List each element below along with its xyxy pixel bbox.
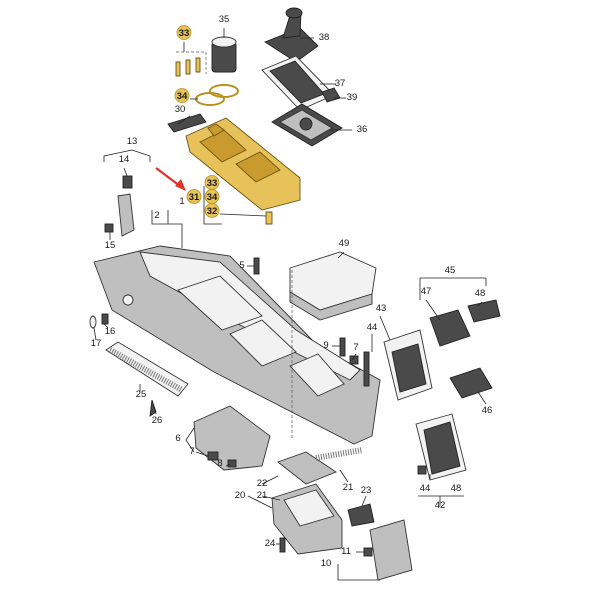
callout-label-49: 49 [339, 238, 350, 249]
callout-label-24: 24 [265, 538, 276, 549]
callout-label-7: 7 [189, 446, 194, 457]
callout-label-36: 36 [357, 124, 368, 135]
callout-label-39: 39 [347, 92, 358, 103]
callout-label-25: 25 [136, 389, 147, 400]
clip-32 [265, 211, 273, 225]
rear-panel-42 [415, 413, 467, 481]
callout-label-30: 30 [175, 104, 186, 115]
callout-label-32: 32 [207, 206, 218, 217]
callout-label-44: 44 [367, 322, 378, 333]
center-console-body [93, 245, 381, 445]
callout-label-33: 33 [179, 28, 190, 39]
callout-label-45: 45 [445, 265, 456, 276]
callout-label-2: 2 [154, 210, 159, 221]
leader-lines [93, 28, 487, 581]
callout-label-48: 48 [475, 288, 486, 299]
callout-label-48: 48 [451, 483, 462, 494]
callout-label-34: 34 [177, 91, 188, 102]
callout-label-26: 26 [152, 415, 163, 426]
callout-label-7: 7 [353, 342, 358, 353]
storage-box-20 [271, 483, 343, 555]
shifter-panel [271, 103, 343, 147]
callout-label-8: 8 [217, 458, 222, 469]
rear-vent-43 [383, 329, 433, 401]
storage-cover [167, 113, 207, 133]
screw-24 [279, 537, 286, 553]
callout-label-46: 46 [482, 405, 493, 416]
callout-label-35: 35 [219, 14, 230, 25]
left-bracket [104, 175, 135, 237]
callout-label-6: 6 [175, 433, 180, 444]
callout-label-20: 20 [235, 490, 246, 501]
gear-knob-boot [264, 7, 319, 63]
mount-bracket-6 [193, 405, 271, 471]
storage-net [105, 341, 189, 397]
callout-label-22: 22 [257, 478, 268, 489]
callout-highlight-c33a [176, 25, 192, 40]
ring-seals [195, 84, 239, 106]
callout-label-15: 15 [105, 240, 116, 251]
callout-label-5: 5 [239, 260, 244, 271]
callout-label-42: 42 [435, 500, 446, 511]
callout-label-9: 9 [323, 340, 328, 351]
shift-trim-frame [261, 55, 335, 111]
part-23 [347, 503, 375, 527]
screw-5 [253, 257, 260, 275]
callout-label-44: 44 [420, 483, 431, 494]
callout-label-34: 34 [207, 192, 218, 203]
bracket-10 [363, 519, 413, 581]
callout-label-38: 38 [319, 32, 330, 43]
callout-label-37: 37 [335, 78, 346, 89]
callout-label-31: 31 [189, 192, 200, 203]
cup-holder-insert [211, 36, 237, 73]
console-trim-highlighted [185, 117, 301, 211]
small-fasteners [89, 313, 370, 417]
clip-set-top [175, 57, 201, 77]
callout-label-21: 21 [257, 490, 268, 501]
callout-label-21: 21 [343, 482, 354, 493]
callout-label-10: 10 [321, 558, 332, 569]
callout-highlight-c34a [174, 88, 190, 103]
storage-mat [277, 447, 363, 485]
callout-label-33: 33 [207, 178, 218, 189]
callout-label-23: 23 [361, 485, 372, 496]
callout-label-43: 43 [376, 303, 387, 314]
callout-highlight-c32 [204, 203, 220, 218]
callout-label-16: 16 [105, 326, 116, 337]
callout-label-14: 14 [119, 154, 130, 165]
callout-highlight-c31 [186, 189, 202, 204]
red-pointer-arrow [155, 167, 186, 191]
callout-label-13: 13 [127, 136, 138, 147]
callout-label-1: 1 [179, 196, 184, 207]
vent-panel-45 [429, 299, 501, 399]
callout-label-17: 17 [91, 338, 102, 349]
armrest [289, 251, 377, 321]
callout-label-11: 11 [341, 546, 351, 557]
callout-label-47: 47 [421, 286, 432, 297]
